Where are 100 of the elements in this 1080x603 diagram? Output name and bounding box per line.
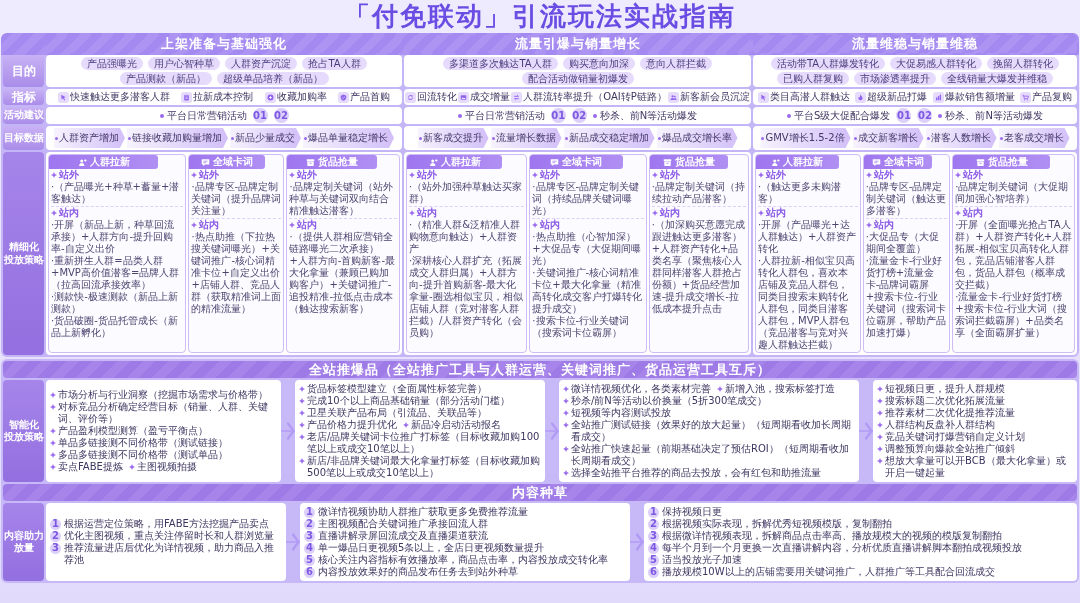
number-marker: 2 (648, 518, 659, 530)
goal-tag: 已购人群复购 (777, 72, 849, 85)
strategy-item: 秒杀/前N等活动以价换量（5折300笔成交） (571, 395, 768, 407)
target-text: 老客成交增长 (1003, 132, 1064, 144)
metric-text: 拉新成本控制 (193, 91, 254, 103)
tip-panel (300, 503, 630, 581)
section-heading: 站内 (540, 219, 561, 231)
number-marker: 2 (304, 518, 315, 530)
strategy-text: ·热点助推（下拉热搜关键词曝光）+关键词推广-核心词精准卡位+自定义出价+店铺人群、竞品人群（获取精准词上面的精准流量） (191, 231, 282, 315)
activity-text: 平台日常营销活动 (464, 109, 545, 122)
activity-text: 平台S级大促配合爆发 (794, 109, 891, 122)
column-header: 上架准备与基础强化 (46, 35, 402, 53)
section-heading: 站内 (963, 207, 984, 219)
content-tip: 内容投放效果好的商品发布任务去到站外种草 (318, 566, 518, 578)
strategy-text: ·开屏（新品上新，种草回流承接）+人群方向-提升回购率-自定义出价 (51, 219, 176, 255)
strategy-card (286, 154, 400, 353)
number-marker: 6 (648, 566, 659, 578)
number-marker: 02 (273, 108, 289, 123)
target-tag (54, 128, 125, 148)
number-marker: 3 (50, 542, 61, 554)
target-text: 链接收藏加购量增加 (132, 132, 222, 144)
metric-text: 超级新品打爆 (867, 91, 928, 103)
target-tag (563, 128, 655, 148)
strategy-item: 微详情视频优化，各类素材完善 (571, 383, 711, 395)
strategy-item: 想放大拿量可以开BCB（最大化拿量）或开启一键起量 (885, 455, 1067, 479)
column-header: 流量维稳与销量维稳 (753, 35, 1077, 53)
strategy-item: 货品标签模型建立（全面属性标签完善） (307, 383, 487, 395)
strategy-text: ·品牌定制关键词（站外种草与关键词双向结合精准触达潜客） (289, 181, 394, 217)
strategy-item: 推荐素材二次优化提推荐流量 (885, 407, 1015, 419)
goal-tag: 市场渗透率提升 (854, 72, 936, 85)
strategy-text: ·（精准人群&泛精准人群购物意向触达）+人群资产 (409, 219, 521, 255)
strategy-text: ·货品破圈-货品托管成长（新品上新孵化） (51, 315, 179, 339)
strategy-text: ·大促品专（大促期间全覆盖） (865, 231, 940, 255)
metric-text: 快速触达更多潜客人群 (69, 91, 170, 103)
activity-text: 平台日常营销活动 (166, 109, 247, 122)
section-heading: 站内 (659, 207, 680, 219)
row-header: 精细化投放策略 (3, 152, 44, 355)
number-marker: 4 (304, 542, 315, 554)
target-text: 新客成交提升 (422, 132, 483, 144)
content-tip: 根据微详情视频表现，拆解商品点击率高、播放规模大的视频的模版复制翻拍 (662, 530, 1002, 542)
strategy-card (48, 154, 187, 353)
card-title: 全域卡词 (883, 156, 924, 168)
strategy-text: ·品牌专区-品牌定制关键词（持续品牌关键词曝光） (532, 181, 641, 217)
row-header: 活动建议 (3, 107, 44, 124)
content-tip: 核心关注内容指标有效播放率，商品点击率，内容投放成交转化率 (318, 554, 608, 566)
number-marker: 2 (50, 530, 61, 542)
content-tip: 根据运营定位策略，用FABE方法挖掘产品卖点 (64, 518, 269, 530)
goal-tag: 超级单品培养（新品） (216, 72, 329, 85)
strategy-item: 完成10个以上商品基础销量（部分活动门槛） (307, 395, 510, 407)
goal-tag: 人群资产沉淀 (225, 57, 298, 70)
goal-tag: 多渠道多次触达TA人群 (443, 57, 558, 70)
number-marker: 01 (252, 108, 268, 123)
strategy-item: 单品多链接测不同价格带（测试链接） (58, 437, 228, 449)
row-header: 目标数据 (3, 126, 44, 150)
section-heading: 站内 (59, 207, 79, 219)
number-marker: 01 (896, 108, 912, 123)
target-text: 爆品成交增长率 (661, 132, 732, 144)
strategy-text: ·开屏（产品曝光+达人群触达）+人群资产转化 (758, 219, 858, 255)
strategy-text: ·热点助推（心智加深）+大促品专（大促期间曝光） (532, 231, 642, 267)
content-tip: 微详情视频协助人群推广获取更多免费推荐流量 (318, 506, 528, 518)
strategy-card (529, 154, 647, 353)
goal-tag: 挽留人群转化 (987, 57, 1060, 70)
target-text: 爆品单量稳定增长 (308, 132, 388, 144)
target-text: 潜客人数增长 (930, 132, 991, 144)
goal-tag: 活动带TA人群爆发转化 (770, 57, 886, 70)
goal-tag: 全线销量大爆发并维稳 (941, 72, 1053, 85)
strategy-panel (295, 380, 545, 482)
section-banner: 内容种草 (3, 484, 1077, 501)
strategy-panel (873, 380, 1077, 482)
strategy-text: ·人群拉新-相似宝贝高转化人群包，喜欢本店铺及竞品人群包，同类目搜索未购转化人群包，同类目潜客人群包，MVP人群包（竞品潜客与竞对兴趣人群触达拦截） (758, 255, 856, 351)
chevron-arrow (629, 533, 645, 551)
strategy-text: ·关键词推广-核心词精准卡位+最大化拿量（精准高转化成交客户打爆转化提升成交） (532, 267, 644, 315)
strategy-text: ·（站外加强种草触达买家群） (409, 181, 524, 205)
row-header: 智能化投放策略 (3, 380, 44, 482)
target-text: 人群资产增加 (59, 132, 119, 144)
metric-text: 产品首购 (350, 91, 391, 103)
goal-tag: 大促易感人群转化 (890, 57, 983, 70)
target-tag (230, 128, 301, 148)
target-text: 新品少量成交 (235, 132, 295, 144)
metric-text: 回流转化 (417, 91, 458, 103)
metric-text: 新客新会员沉淀 (679, 91, 750, 103)
strategy-text: ·流量金卡-行业好货打榜+搜索卡位-行业大词（搜索词拦截霸屏）+品类名享（全面霸屏扩量） (955, 291, 1069, 339)
strategy-text: ·品牌定制关键词（大促期间加强心智培养） (955, 181, 1070, 205)
card-title: 货品抢量 (318, 156, 359, 168)
section-heading: 站外 (540, 169, 561, 181)
section-heading: 站外 (417, 169, 437, 181)
strategy-item: 竞品关键词打爆营销自定义计划 (885, 431, 1025, 443)
target-tag (127, 128, 228, 148)
strategy-card (952, 154, 1075, 353)
strategy-card (406, 154, 528, 353)
number-marker: 01 (550, 108, 566, 123)
content-tip: 优化主图视频，重点关注停留时长和人群浏览量 (64, 530, 274, 542)
strategy-panel (559, 380, 859, 482)
number-marker: 5 (648, 554, 659, 566)
card-title: 货品抢量 (987, 156, 1028, 168)
content-tip: 根据视频实际表现，拆解优秀短视频模版，复制翻拍 (662, 518, 892, 530)
number-marker: 3 (648, 530, 659, 542)
strategy-text: ·开屏（全面曝光抢占TA人群）+人群资产转化+人群拓展-相似宝贝高转化人群包，竞品店铺潜客人群包，货品人群包（概率成交拦截） (955, 219, 1072, 291)
target-tag (998, 128, 1070, 148)
strategy-text: ·（加深购买意愿完成跟进触达更多潜客）+人群资产转化+品类名享（聚焦核心人群同样潜客人群抢占份额）+货品经营加速-提升成交增长-拉低成本提升点击 (651, 219, 746, 315)
